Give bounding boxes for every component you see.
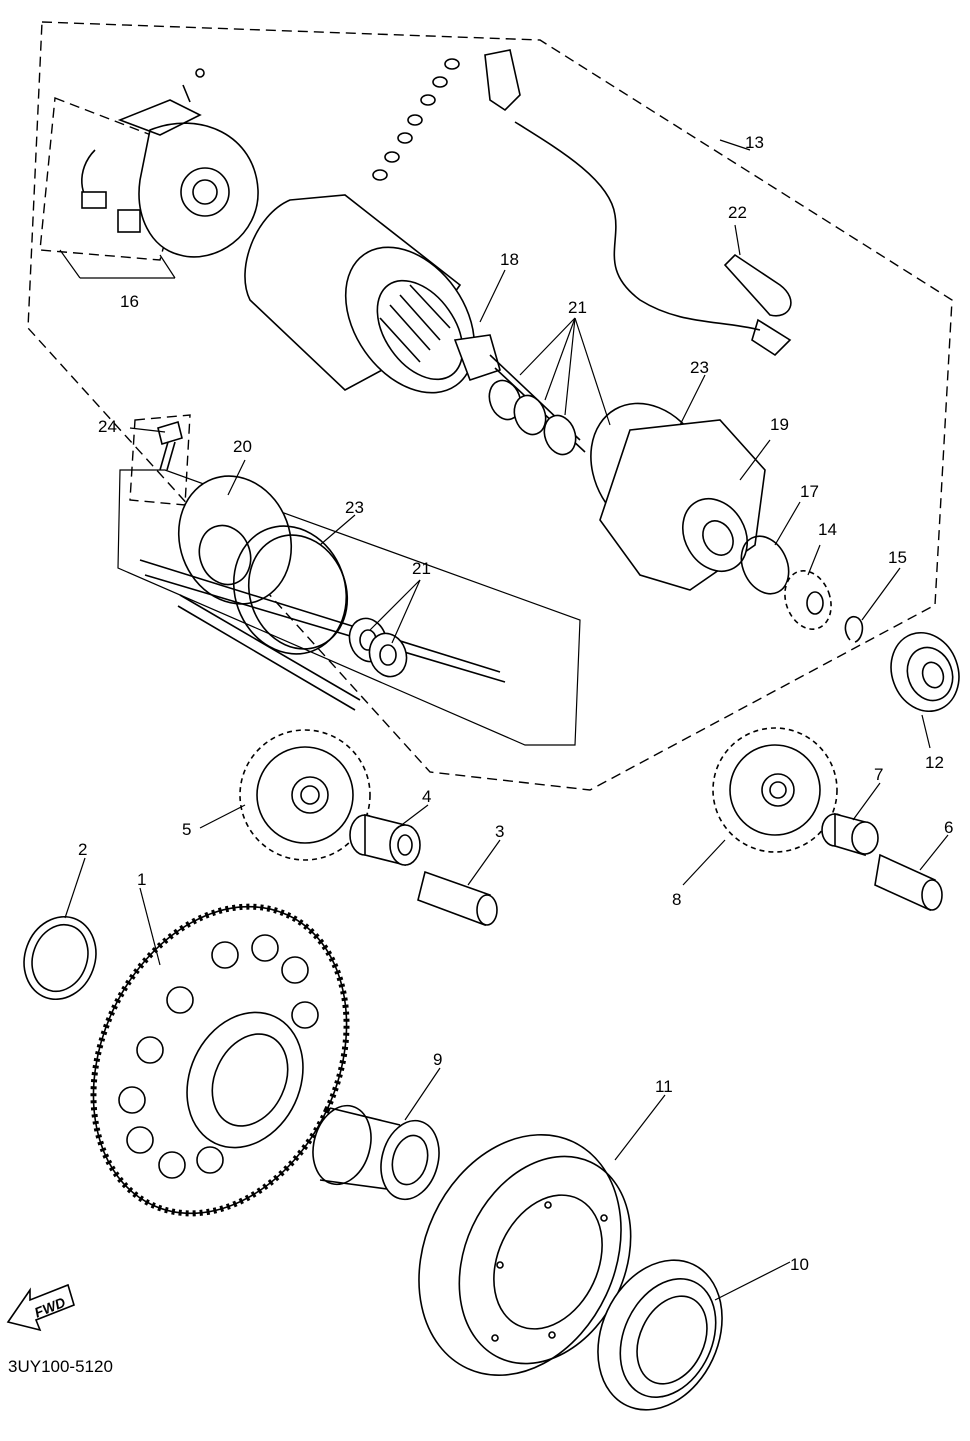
needle-bearing-9-part — [312, 1104, 440, 1201]
o-ring-17-part — [740, 535, 790, 595]
callout-24: 24 — [98, 417, 117, 436]
callout-15: 15 — [888, 548, 907, 567]
rear-cover-part — [139, 475, 506, 711]
small-washers-stack — [372, 58, 460, 181]
washers-21-front — [488, 379, 577, 456]
callout-5: 5 — [182, 820, 191, 839]
brush-holder-outline — [39, 97, 191, 261]
callout-19: 19 — [770, 415, 789, 434]
callout-22: 22 — [728, 203, 747, 222]
front-cover-part — [590, 402, 766, 591]
circlip-15-part — [844, 615, 864, 643]
idler-gear-8-part — [712, 727, 838, 853]
starter-lead-part — [484, 49, 792, 357]
starter-wheel-gear-1-part — [90, 903, 350, 1217]
armature-part — [244, 194, 586, 453]
callout-11: 11 — [655, 1077, 673, 1096]
callout-17: 17 — [800, 482, 819, 501]
callout-7: 7 — [874, 765, 883, 784]
callout-12: 12 — [925, 753, 944, 772]
washers-21-rear — [348, 617, 408, 678]
callout-13: 13 — [745, 133, 764, 152]
callout-23-rear: 23 — [345, 498, 364, 517]
callout-1: 1 — [137, 870, 146, 889]
idler-gear-5-part — [239, 729, 371, 861]
callout-14: 14 — [818, 520, 837, 539]
one-way-clutch-10-part — [597, 1259, 723, 1411]
callout-9: 9 — [433, 1050, 442, 1069]
callout-2: 2 — [78, 840, 87, 859]
callout-3: 3 — [495, 822, 504, 841]
callout-6: 6 — [944, 818, 953, 837]
needle-bearing-4-part — [349, 813, 421, 867]
leader-lines — [59, 139, 949, 1301]
fwd-arrow-icon: FWD — [6, 1283, 75, 1332]
rear-cover-group-outline — [117, 469, 581, 746]
diagram-code: 3UY100-5120 — [8, 1357, 113, 1376]
bolt-24-part — [157, 420, 183, 471]
bearing-12-part — [890, 631, 960, 713]
callout-20: 20 — [233, 437, 252, 456]
callout-4: 4 — [422, 787, 431, 806]
callout-21-rear: 21 — [412, 559, 431, 578]
clutch-outer-11-part — [418, 1134, 632, 1376]
brush-holder-part — [81, 68, 259, 258]
needle-bearing-7-part — [821, 812, 879, 857]
callout-21-front: 21 — [568, 298, 587, 317]
callout-10: 10 — [790, 1255, 809, 1274]
shaft-6-part — [874, 853, 943, 912]
shaft-3-part — [417, 870, 498, 927]
callout-18: 18 — [500, 250, 519, 269]
ring-2-part — [23, 915, 97, 1001]
callout-16: 16 — [120, 292, 139, 311]
callout-8: 8 — [672, 890, 681, 909]
starter-assembly-outline — [27, 21, 953, 791]
callout-23-front: 23 — [690, 358, 709, 377]
pinion-gear-14-part — [784, 570, 832, 630]
callout-labels: 1 2 3 4 5 6 7 8 9 10 11 12 13 14 15 16 1… — [78, 133, 953, 1274]
